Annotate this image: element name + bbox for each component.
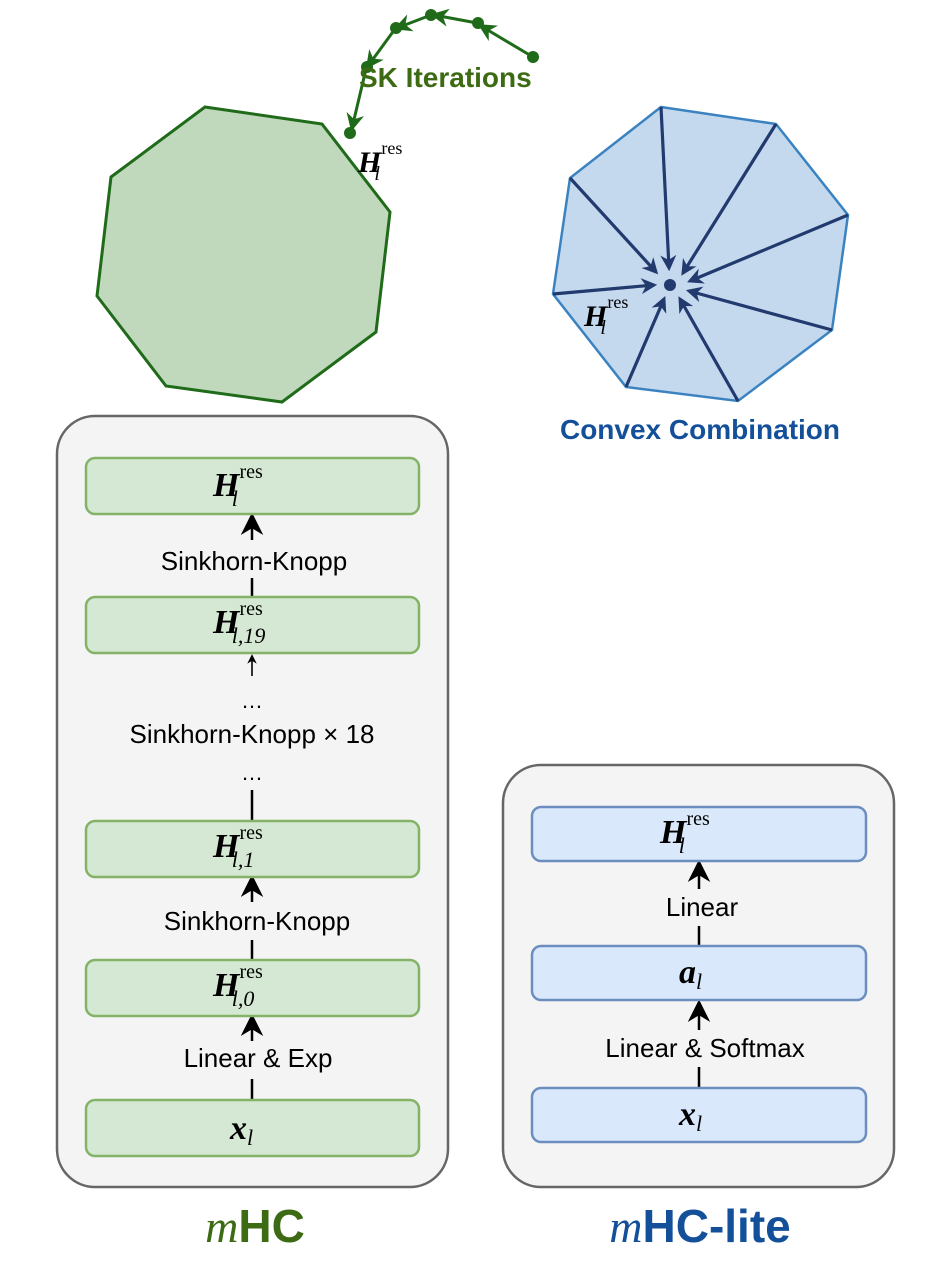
svg-text:xl: xl bbox=[229, 1110, 253, 1150]
iteration-point bbox=[390, 22, 402, 34]
birkhoff-polytope-green bbox=[95, 105, 392, 404]
iteration-point bbox=[472, 17, 484, 29]
convex-combination-caption: Convex Combination bbox=[560, 414, 840, 445]
mhc-title: mHC bbox=[205, 1200, 305, 1252]
iteration-point bbox=[527, 51, 539, 63]
mhc-step-sinkhorn-middle: Sinkhorn-Knopp bbox=[164, 906, 350, 936]
birkhoff-polytope-blue bbox=[551, 105, 850, 403]
svg-text:al: al bbox=[679, 954, 702, 994]
mhc-lite-box-x: xl bbox=[530, 1086, 868, 1144]
mhc-lite-box-a: al bbox=[530, 944, 868, 1002]
convex-center-point bbox=[664, 279, 676, 291]
iteration-point bbox=[425, 9, 437, 21]
mhc-step-linear-exp: Linear & Exp bbox=[184, 1043, 333, 1073]
mhc-box-x: xl bbox=[84, 1098, 421, 1158]
sk-iteration-path bbox=[346, 8, 534, 132]
iteration-point bbox=[344, 127, 356, 139]
mhc-lite-title: mHC-lite bbox=[609, 1200, 790, 1252]
mhc-lite-step-linear-softmax: Linear & Softmax bbox=[605, 1033, 804, 1063]
sk-iteration-points bbox=[344, 9, 539, 139]
iteration-point bbox=[361, 61, 373, 73]
mhc-step-sinkhorn-repeat: Sinkhorn-Knopp × 18 bbox=[129, 719, 374, 749]
mhc-lite-step-linear: Linear bbox=[666, 892, 739, 922]
svg-text:xl: xl bbox=[678, 1096, 702, 1136]
sk-iterations-label: SK Iterations bbox=[359, 62, 532, 93]
mhc-step-sinkhorn-top: Sinkhorn-Knopp bbox=[161, 546, 347, 576]
convex-arrows bbox=[552, 106, 849, 402]
mhc-step-dots-upper: … bbox=[241, 688, 263, 713]
mhc-step-dots-lower: … bbox=[241, 760, 263, 785]
